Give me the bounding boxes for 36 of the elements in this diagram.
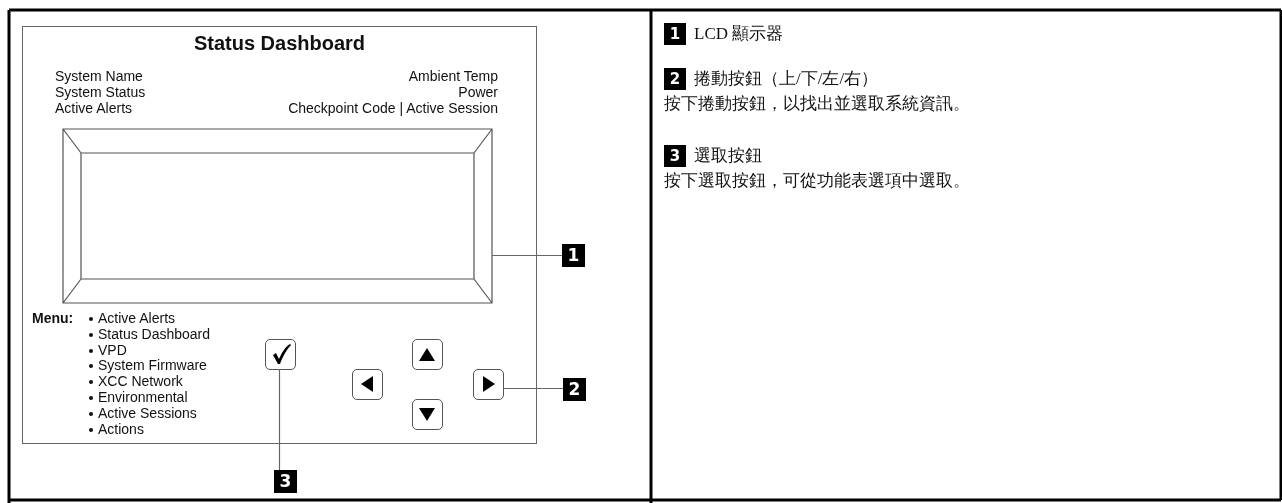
- callout-number: 2: [563, 378, 586, 401]
- menu-item: Status Dashboard: [98, 325, 211, 342]
- callout-number: 3: [274, 470, 297, 493]
- callout-number: 1: [664, 22, 686, 45]
- callout-number: 2: [664, 67, 686, 90]
- row-description: 按下捲動按鈕，以找出並選取系統資訊。: [664, 93, 970, 115]
- menu-item: Active Sessions: [98, 404, 197, 421]
- dashboard-panel: [22, 26, 537, 444]
- panel-title: Status Dashboard: [192, 32, 367, 55]
- status-field-label: System Status: [55, 84, 146, 100]
- leader-line: [278, 368, 281, 471]
- arrow-button: [412, 339, 443, 370]
- lcd-screen: [62, 128, 493, 304]
- status-field-label: Ambient Temp: [408, 68, 498, 84]
- leader-line: [491, 254, 563, 257]
- row-heading: 選取按鈕: [694, 146, 762, 165]
- callout-number: 3: [664, 144, 686, 167]
- menu-item: Active Alerts: [98, 310, 176, 326]
- row-description: 按下選取按鈕，可從功能表選項中選取。: [664, 170, 970, 192]
- menu-item: XCC Network: [98, 373, 183, 390]
- arrow-button: [412, 399, 443, 430]
- menu-item: Environmental: [98, 389, 188, 405]
- leader-line: [502, 387, 564, 390]
- status-field-label: Active Alerts: [55, 100, 133, 116]
- menu-item: System Firmware: [98, 357, 207, 374]
- callout-number: 1: [562, 244, 585, 267]
- row-heading: LCD 顯示器: [694, 24, 784, 43]
- menu-label: Menu:: [32, 310, 74, 326]
- status-field-label: Power: [458, 84, 498, 100]
- row-heading: 捲動按鈕（上/下/左/右）: [694, 69, 879, 88]
- arrow-button: [473, 369, 504, 400]
- arrow-button: [352, 369, 383, 400]
- status-field-label: System Name: [55, 68, 143, 84]
- menu-item: Actions: [98, 420, 144, 437]
- menu-item: VPD: [98, 341, 127, 358]
- select-button: [265, 339, 296, 370]
